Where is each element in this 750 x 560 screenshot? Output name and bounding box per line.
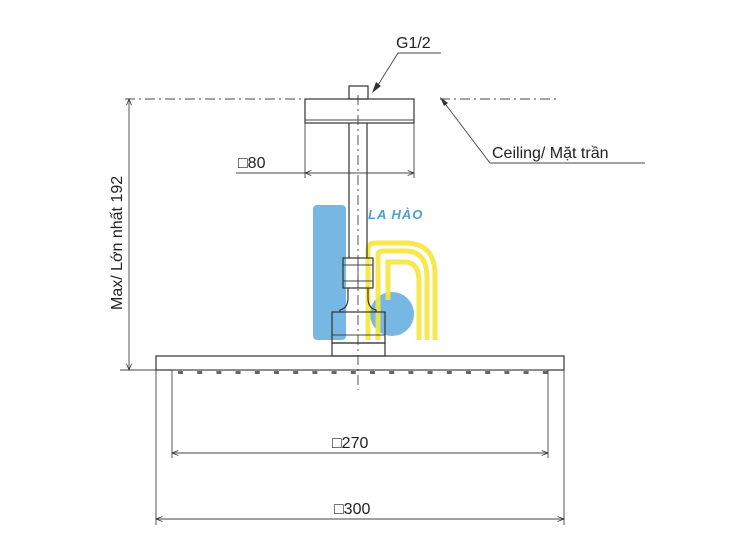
nozzle	[331, 371, 337, 374]
nozzle	[216, 371, 222, 374]
nozzle	[504, 371, 510, 374]
ceiling-flange	[304, 98, 415, 124]
nozzle	[274, 371, 279, 374]
ceiling-leader-arrow	[440, 97, 448, 106]
nozzle	[389, 371, 395, 374]
nozzle	[466, 371, 471, 374]
watermark-yellow-arches	[365, 240, 438, 340]
head-collar	[331, 342, 386, 357]
nozzle	[197, 371, 203, 374]
ball-joint-neck	[339, 288, 377, 312]
nozzle	[293, 371, 299, 374]
watermark-brand-text: LA HÀO	[368, 207, 423, 222]
nozzle	[485, 371, 491, 374]
watermark-blue-bar	[313, 205, 346, 340]
thread-label: G1/2	[396, 35, 431, 52]
nozzle	[350, 371, 356, 374]
nozzle	[235, 371, 241, 374]
flange-label: □80	[238, 155, 266, 172]
thread-leader-arrow	[372, 82, 381, 93]
thread-nipple	[348, 85, 369, 100]
shower-head-plate	[155, 355, 565, 371]
nozzle	[427, 371, 433, 374]
ceiling-label: Ceiling/ Mặt trần	[492, 145, 609, 162]
watermark-logo: LA HÀO	[313, 205, 438, 340]
thread-leader	[377, 52, 441, 86]
nozzle-row	[178, 371, 548, 374]
watermark-blue-circle	[370, 292, 414, 336]
outer-label: □300	[334, 501, 370, 518]
nozzle	[312, 371, 318, 374]
ceiling-leader	[442, 100, 645, 164]
nozzle	[446, 371, 452, 374]
height-label: Max/ Lớn nhất 192	[109, 176, 126, 310]
nozzle	[254, 371, 260, 374]
nozzle	[542, 371, 548, 374]
nozzle	[408, 371, 414, 374]
inner-label: □270	[332, 435, 368, 452]
nozzle	[370, 371, 375, 374]
nozzle	[523, 371, 529, 374]
nozzle	[178, 371, 183, 374]
